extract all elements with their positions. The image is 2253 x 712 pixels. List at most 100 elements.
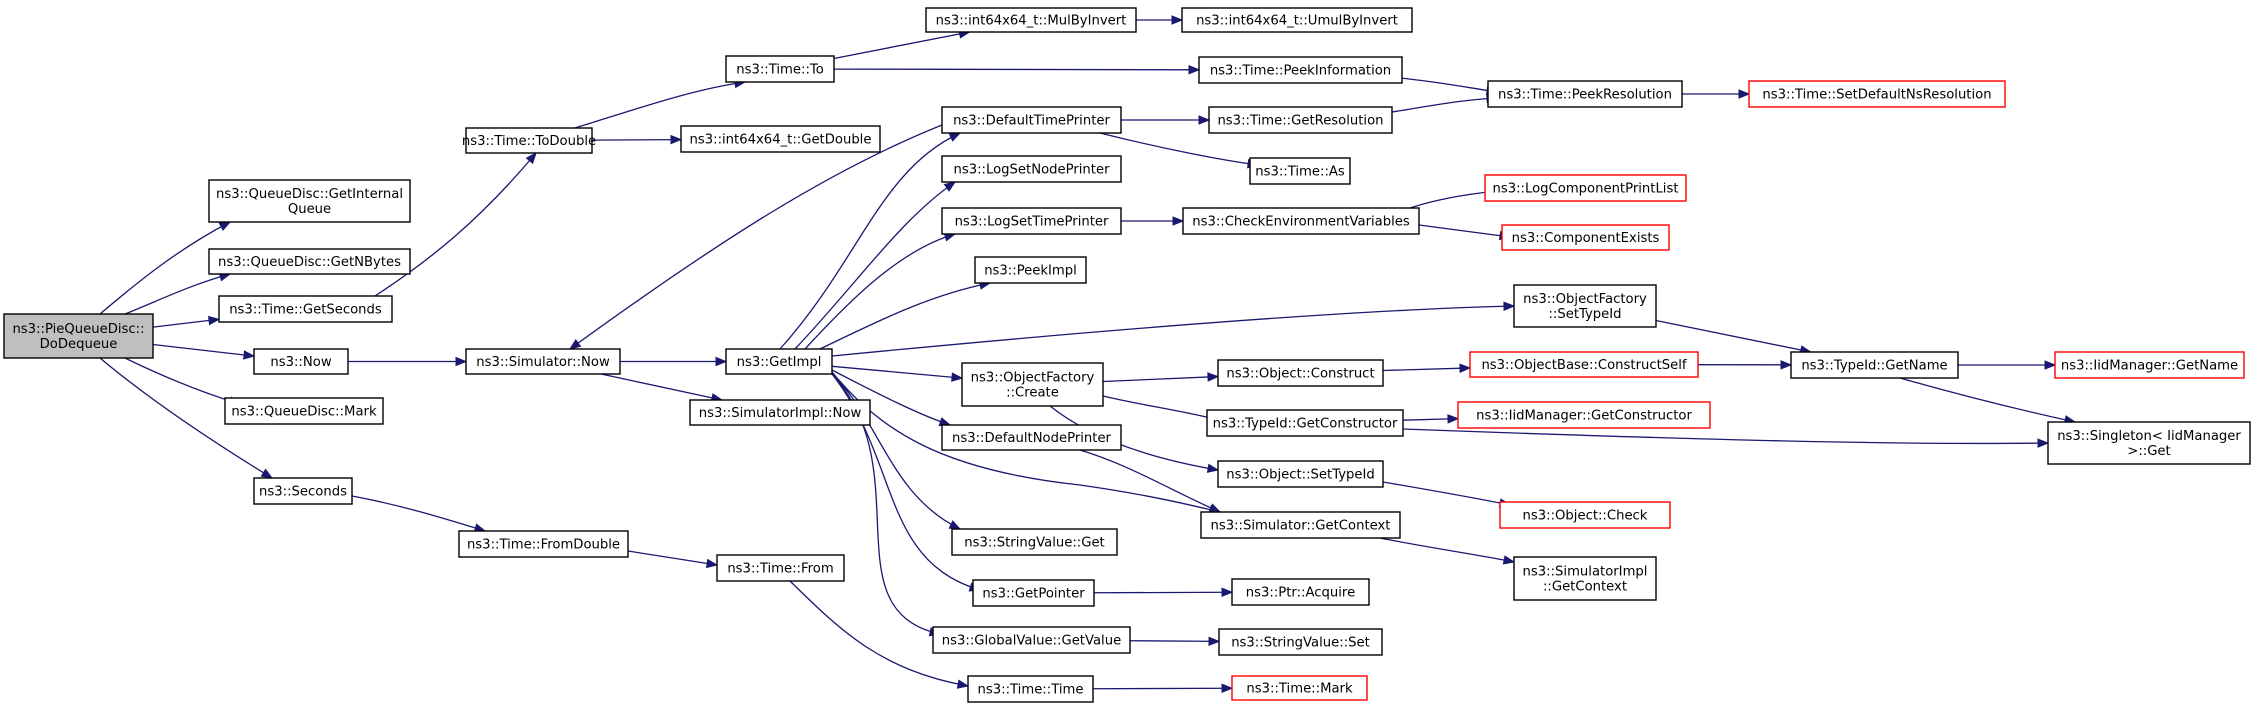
node-label: ns3::Time::Time bbox=[978, 683, 1084, 698]
node-label: ns3::Time::PeekResolution bbox=[1498, 88, 1672, 103]
edge-arrowhead bbox=[956, 679, 970, 689]
node-timePeekInformation[interactable]: ns3::Time::PeekInformation bbox=[1198, 56, 1403, 84]
node-box bbox=[1206, 409, 1404, 437]
node-timeTime[interactable]: ns3::Time::Time bbox=[967, 675, 1094, 703]
edge-arrowhead bbox=[1502, 555, 1516, 565]
node-objectCheck[interactable]: ns3::Object::Check bbox=[1499, 501, 1671, 529]
node-label: ns3::SimulatorImpl::Now bbox=[699, 406, 862, 421]
node-label: ns3::Object::Check bbox=[1523, 509, 1648, 524]
node-objectSetTypeId[interactable]: ns3::Object::SetTypeId bbox=[1217, 460, 1384, 488]
node-simulatorImplGetContext[interactable]: ns3::SimulatorImpl::GetContext bbox=[1513, 556, 1657, 601]
node-box bbox=[1231, 675, 1368, 701]
edge-line bbox=[1391, 97, 1498, 113]
node-timePeekResolution[interactable]: ns3::Time::PeekResolution bbox=[1487, 80, 1683, 108]
edge-arrowhead bbox=[260, 468, 274, 479]
node-timeAs[interactable]: ns3::Time::As bbox=[1249, 157, 1351, 185]
node-globalValueGetValue[interactable]: ns3::GlobalValue::GetValue bbox=[932, 626, 1131, 654]
node-objectBaseConstructSelf[interactable]: ns3::ObjectBase::ConstructSelf bbox=[1469, 351, 1699, 378]
node-timeGetResolution[interactable]: ns3::Time::GetResolution bbox=[1208, 106, 1393, 134]
node-ptrAcquire[interactable]: ns3::Ptr::Acquire bbox=[1231, 578, 1370, 606]
node-defaultTimePrinter[interactable]: ns3::DefaultTimePrinter bbox=[941, 106, 1122, 134]
edge-getPointer-to-ptrAcquire bbox=[1093, 587, 1234, 598]
node-getPointer[interactable]: ns3::GetPointer bbox=[972, 579, 1095, 607]
node-label: ns3::ObjectFactory bbox=[971, 371, 1095, 386]
node-int64GetDouble[interactable]: ns3::int64x64_t::GetDouble bbox=[680, 125, 881, 153]
node-logSetTimePrinter[interactable]: ns3::LogSetTimePrinter bbox=[941, 207, 1122, 235]
node-timeSetDefaultNsResolution[interactable]: ns3::Time::SetDefaultNsResolution bbox=[1748, 80, 2006, 108]
edge-arrowhead bbox=[2037, 438, 2050, 448]
node-peekImpl[interactable]: ns3::PeekImpl bbox=[974, 256, 1087, 284]
node-iidManagerGetName[interactable]: ns3::IidManager::GetName bbox=[2054, 351, 2245, 379]
node-label: ns3::ObjectBase::ConstructSelf bbox=[1481, 358, 1686, 373]
node-now[interactable]: ns3::Now bbox=[253, 348, 349, 375]
edge-line bbox=[627, 550, 718, 566]
node-getNBytes[interactable]: ns3::QueueDisc::GetNBytes bbox=[208, 248, 411, 275]
node-componentExists[interactable]: ns3::ComponentExists bbox=[1501, 224, 1670, 251]
node-stringValueSet[interactable]: ns3::StringValue::Set bbox=[1218, 628, 1383, 656]
node-simulatorImplNow[interactable]: ns3::SimulatorImpl::Now bbox=[689, 399, 871, 426]
node-defaultNodePrinter[interactable]: ns3::DefaultNodePrinter bbox=[941, 424, 1122, 451]
edge-line bbox=[831, 371, 1221, 513]
node-box bbox=[941, 207, 1122, 235]
node-timeTo[interactable]: ns3::Time::To bbox=[725, 55, 835, 83]
edge-defaultTimePrinter-to-simulatorNow bbox=[568, 124, 943, 350]
edge-line bbox=[351, 495, 486, 532]
edge-line bbox=[1379, 537, 1515, 563]
node-objectConstruct[interactable]: ns3::Object::Construct bbox=[1217, 359, 1384, 387]
node-box bbox=[1217, 460, 1384, 488]
edge-line bbox=[1399, 77, 1498, 93]
node-checkEnvVars[interactable]: ns3::CheckEnvironmentVariables bbox=[1182, 207, 1420, 235]
node-logSetNodePrinter[interactable]: ns3::LogSetNodePrinter bbox=[941, 155, 1122, 183]
node-label: ns3::int64x64_t::MulByInvert bbox=[936, 14, 1127, 29]
edge-timeToDouble-to-timeTo bbox=[574, 78, 747, 129]
node-simulatorGetContext[interactable]: ns3::Simulator::GetContext bbox=[1200, 511, 1401, 539]
node-typeIdGetConstructor[interactable]: ns3::TypeId::GetConstructor bbox=[1206, 409, 1404, 437]
edge-arrowhead bbox=[525, 151, 537, 165]
node-iidManagerGetConstructor[interactable]: ns3::IidManager::GetConstructor bbox=[1457, 401, 1711, 429]
node-umulByInvert[interactable]: ns3::int64x64_t::UmulByInvert bbox=[1181, 7, 1413, 33]
node-timeGetSeconds[interactable]: ns3::Time::GetSeconds bbox=[218, 295, 393, 323]
edge-arrowhead bbox=[1172, 216, 1185, 226]
node-box bbox=[224, 397, 384, 425]
node-box bbox=[1200, 511, 1401, 539]
edge-line bbox=[831, 373, 961, 530]
edge-line bbox=[1092, 687, 1233, 690]
node-label: ns3::Seconds bbox=[259, 485, 347, 500]
node-logComponentPrintList[interactable]: ns3::LogComponentPrintList bbox=[1484, 174, 1687, 202]
node-root[interactable]: ns3::PieQueueDisc::DoDequeue bbox=[3, 313, 154, 359]
edge-arrowhead bbox=[951, 372, 964, 382]
node-timeFromDouble[interactable]: ns3::Time::FromDouble bbox=[458, 530, 629, 558]
node-mulByInvert[interactable]: ns3::int64x64_t::MulByInvert bbox=[925, 7, 1137, 33]
edge-checkEnvVars-to-componentExists bbox=[1418, 224, 1512, 241]
edge-arrowhead bbox=[1188, 65, 1201, 75]
edge-simulatorNow-to-getImpl bbox=[620, 356, 728, 367]
node-queueDiscMark[interactable]: ns3::QueueDisc::Mark bbox=[224, 397, 384, 425]
node-objectFactoryCreate[interactable]: ns3::ObjectFactory::Create bbox=[961, 362, 1104, 407]
node-label: ns3::PeekImpl bbox=[984, 264, 1077, 279]
node-stringValueGet[interactable]: ns3::StringValue::Get bbox=[951, 528, 1118, 556]
node-label: ns3::DefaultNodePrinter bbox=[952, 431, 1112, 446]
node-getImpl[interactable]: ns3::GetImpl bbox=[725, 348, 833, 375]
node-singletonGet[interactable]: ns3::Singleton< IidManager >::Get bbox=[2047, 421, 2251, 465]
node-box bbox=[208, 179, 411, 223]
node-label: ns3::Time::To bbox=[736, 63, 824, 78]
edge-timeGetResolution-to-timePeekResolution bbox=[1391, 93, 1499, 113]
node-objectFactorySetTypeId[interactable]: ns3::ObjectFactory::SetTypeId bbox=[1513, 284, 1657, 328]
node-label: ns3::CheckEnvironmentVariables bbox=[1192, 215, 1410, 230]
node-box bbox=[725, 55, 835, 83]
node-label: ns3::Time::PeekInformation bbox=[1210, 64, 1391, 79]
node-simulatorNow[interactable]: ns3::Simulator::Now bbox=[465, 348, 621, 375]
node-timeFrom[interactable]: ns3::Time::From bbox=[716, 554, 845, 582]
node-seconds[interactable]: ns3::Seconds bbox=[253, 477, 353, 505]
edge-line bbox=[1655, 319, 1811, 353]
node-box bbox=[1499, 501, 1671, 529]
node-box bbox=[1182, 207, 1420, 235]
node-typeIdGetName[interactable]: ns3::TypeId::GetName bbox=[1790, 351, 1959, 379]
node-label: ns3::LogComponentPrintList bbox=[1492, 182, 1678, 197]
edge-typeIdGetConstructor-to-iidManagerGetConstructor bbox=[1402, 414, 1460, 424]
node-timeMark[interactable]: ns3::Time::Mark bbox=[1231, 675, 1368, 701]
edge-line bbox=[779, 132, 961, 350]
node-timeToDouble[interactable]: ns3::Time::ToDouble bbox=[462, 127, 596, 154]
